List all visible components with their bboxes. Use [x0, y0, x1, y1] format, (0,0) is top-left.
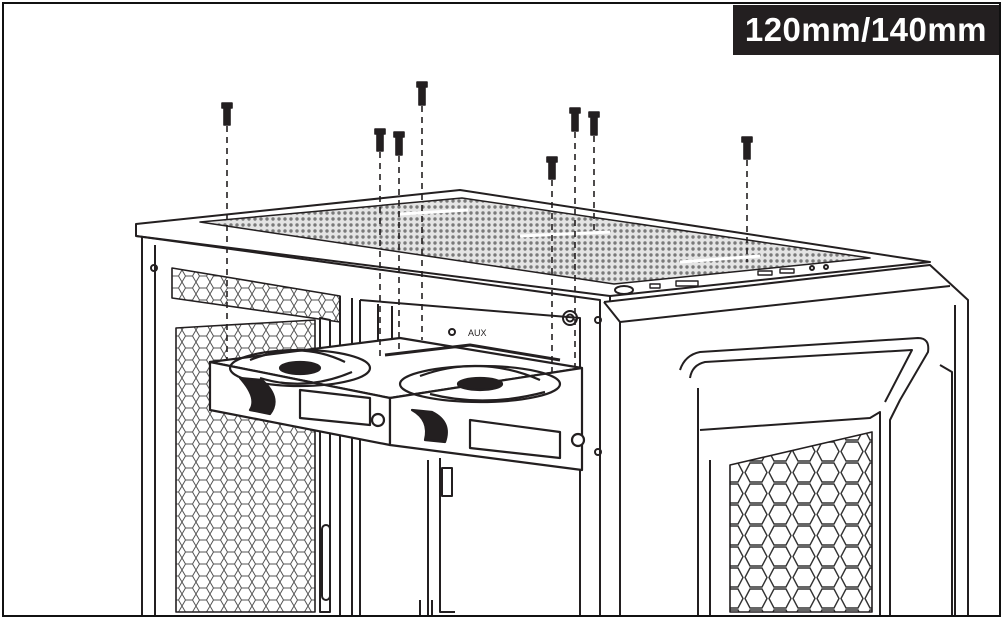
screw-7: [546, 156, 558, 376]
diagram-frame: [2, 2, 1001, 617]
screw-5: [569, 107, 581, 366]
case-interior: AUX: [359, 299, 602, 615]
screw-1: [221, 102, 233, 360]
screw-3: [374, 128, 386, 356]
screw-8: [741, 136, 753, 262]
screw-6: [588, 111, 600, 234]
top-fan-pair: [208, 336, 586, 472]
fan-size-badge: 120mm/140mm: [732, 5, 999, 55]
aux-label: AUX: [468, 328, 487, 338]
top-panel: [135, 189, 931, 318]
mounting-screws: [221, 81, 753, 376]
front-panel: [599, 264, 969, 615]
screw-2: [416, 81, 428, 340]
screw-4: [393, 131, 405, 352]
